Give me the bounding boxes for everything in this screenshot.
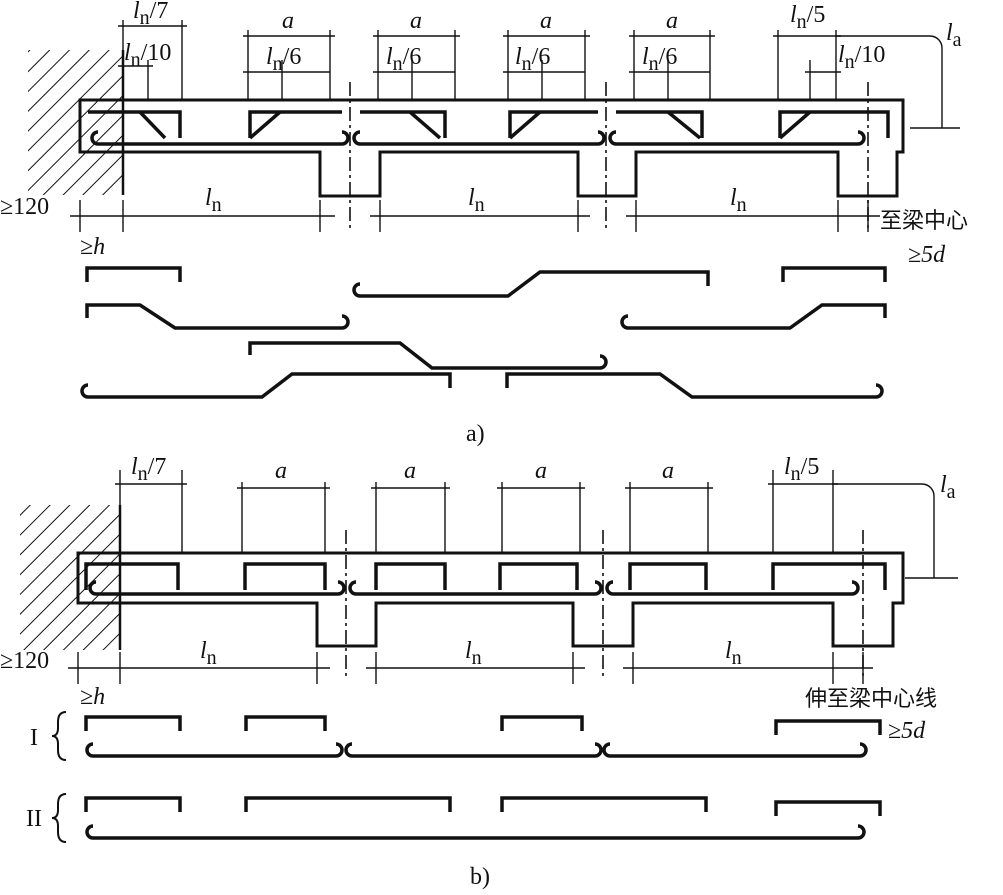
slab-outline-b — [76, 551, 905, 648]
rebars-in-slab-a — [88, 110, 890, 146]
bar-details-row1 — [84, 715, 882, 758]
panel-a-labels: ln/7 ln/10 a ln/6 a ln/6 a ln/6 a ln/6 l… — [0, 0, 968, 447]
slab-outline-a — [78, 98, 905, 198]
a-a1-label: a — [282, 8, 294, 34]
a-ge-h-label: ≥h — [80, 234, 105, 260]
a-ln6-2-label: ln/6 — [386, 44, 421, 75]
b-a3-label: a — [535, 458, 547, 484]
bar-details-row2 — [84, 796, 882, 840]
a-ge120-label: ≥120 — [0, 194, 49, 220]
a-caption: a) — [466, 421, 485, 447]
a-to-beam-center-label: 至梁中心 — [880, 209, 968, 234]
a-ln10-left-label: ln/10 — [124, 40, 171, 71]
a-a3-label: a — [540, 8, 552, 34]
panel-a — [28, 20, 960, 399]
a-ln6-1-label: ln/6 — [266, 44, 301, 75]
span-dimensions-a — [70, 200, 880, 232]
a-ln2-label: ln — [468, 185, 485, 216]
a-ge5d-label: ≥5d — [908, 242, 946, 268]
centerlines-a — [349, 82, 869, 230]
b-ln2-label: ln — [465, 638, 482, 669]
b-ge120-label: ≥120 — [0, 648, 49, 674]
panel-b — [20, 470, 958, 843]
b-a1-label: a — [275, 458, 287, 484]
b-a2-label: a — [404, 458, 416, 484]
wall-hatch-a — [28, 50, 123, 195]
a-a2-label: a — [410, 8, 422, 34]
b-ln5-label: ln/5 — [784, 454, 819, 485]
b-row2-label: II — [26, 806, 42, 832]
row-braces — [51, 711, 67, 843]
b-ge-h-label: ≥h — [80, 684, 105, 710]
b-extend-to-centerline-label: 伸至梁中心线 — [805, 687, 937, 712]
b-ln3-label: ln — [725, 638, 742, 669]
a-ln3-label: ln — [730, 185, 747, 216]
top-dimensions-b — [115, 470, 958, 579]
span-dimensions-b — [68, 652, 873, 684]
b-ln1-label: ln — [200, 638, 217, 669]
b-row1-label: I — [30, 725, 38, 751]
b-la-label: la — [940, 472, 956, 503]
a-ln6-4-label: ln/6 — [642, 44, 677, 75]
b-caption: b) — [470, 864, 490, 890]
b-a4-label: a — [662, 458, 674, 484]
top-dimensions-a — [118, 20, 960, 129]
a-ln6-3-label: ln/6 — [515, 44, 550, 75]
a-a4-label: a — [666, 8, 678, 34]
a-ln1-label: ln — [205, 185, 222, 216]
panel-b-labels: ln/7 a a a a ln/5 la ≥120 ln ln ln ≥h 伸至… — [0, 454, 956, 890]
wall-hatch-b — [20, 505, 120, 650]
a-ln10-right-label: ln/10 — [838, 42, 885, 73]
rebars-in-slab-b — [84, 562, 887, 596]
b-ge5d-label: ≥5d — [888, 718, 926, 744]
bar-details-a — [80, 266, 887, 399]
b-ln7-label: ln/7 — [131, 454, 166, 485]
a-ln5-label: ln/5 — [790, 2, 825, 33]
a-ln7-label: ln/7 — [133, 0, 168, 29]
a-la-label: la — [946, 20, 962, 51]
